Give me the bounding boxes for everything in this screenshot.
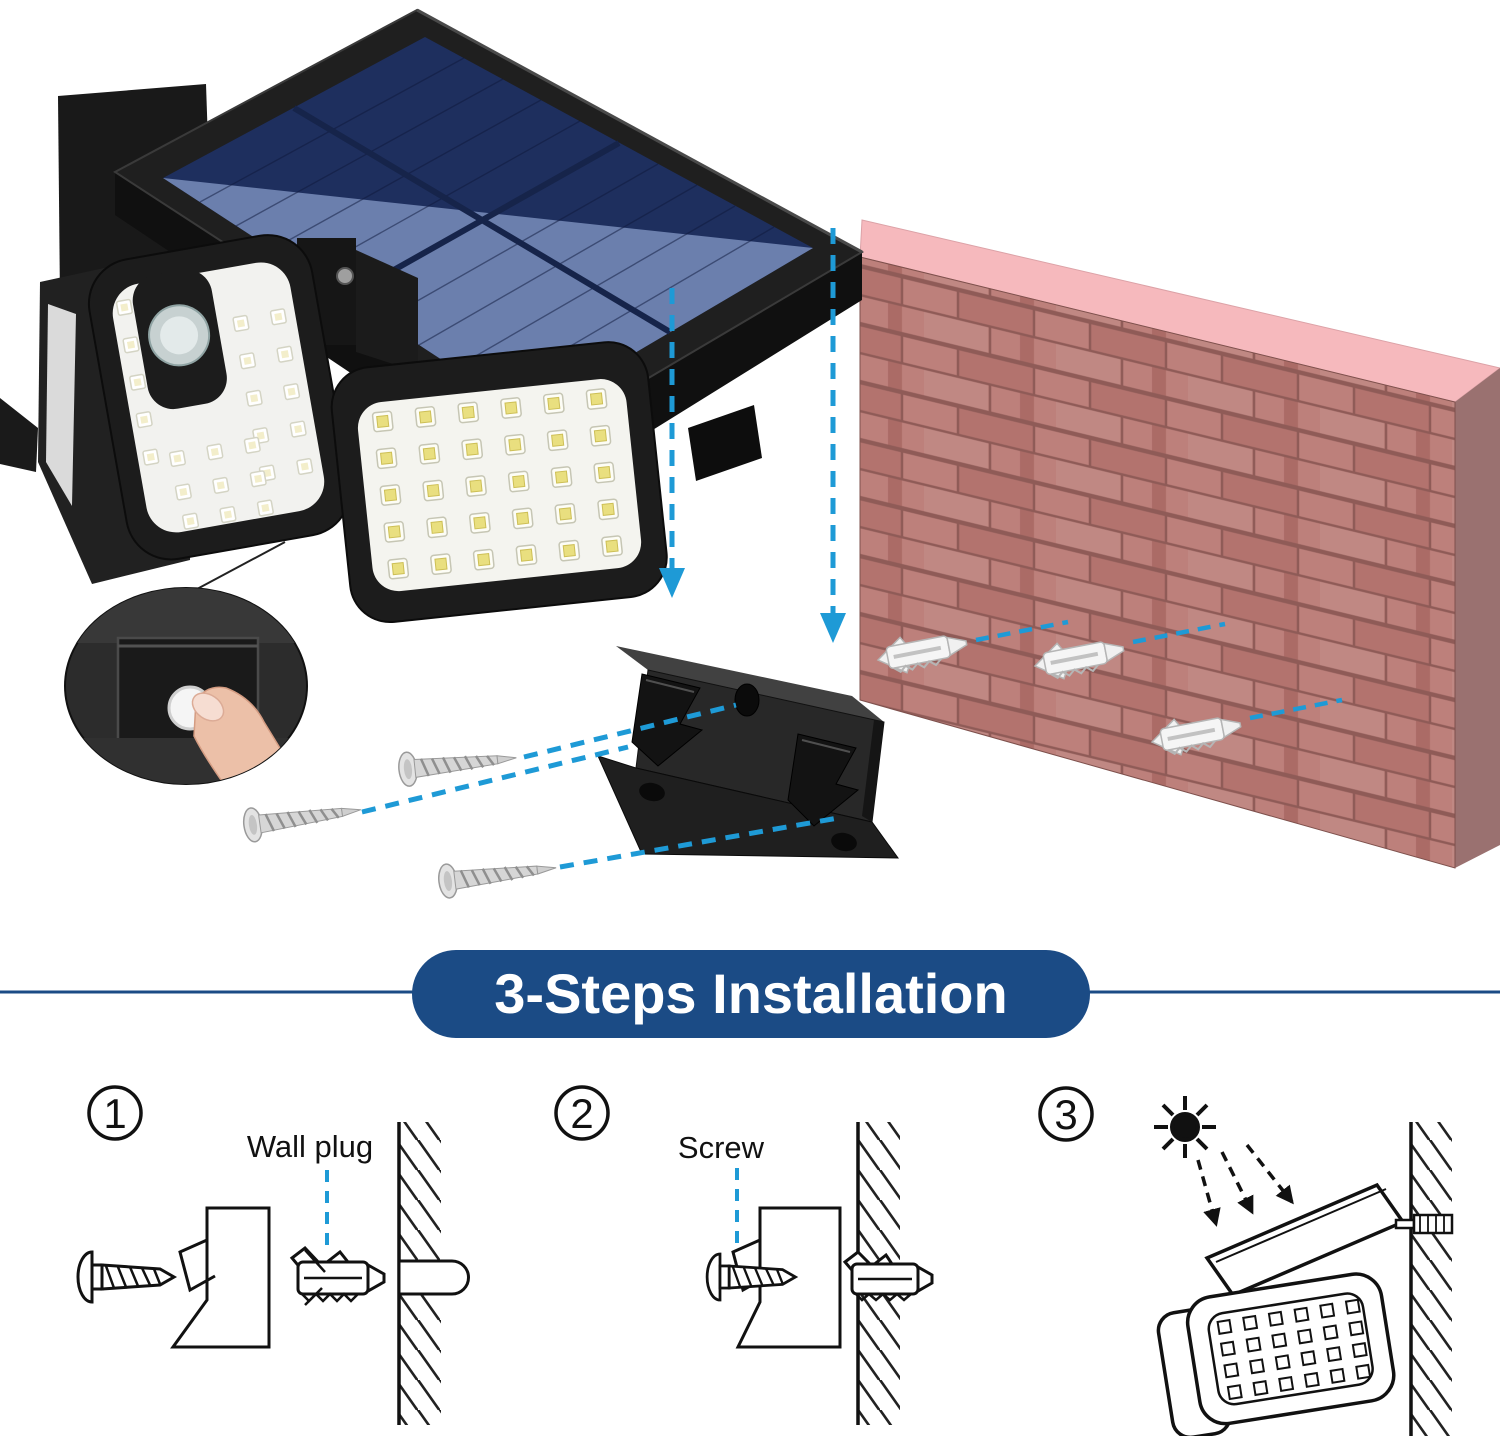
button-detail-inset (64, 587, 308, 785)
wall-hole (397, 1259, 470, 1296)
wall-side-face (1455, 368, 1500, 868)
mounted-light-line-art (1156, 1182, 1406, 1436)
right-light-head (330, 341, 668, 624)
hinge-screw-icon (336, 267, 354, 285)
dashed-sun-ray-icon (1196, 1159, 1221, 1227)
step-3-diagram: 3 (1038, 1086, 1454, 1436)
screw-line-art (76, 1250, 176, 1304)
solar-panel-line-art (1204, 1182, 1406, 1298)
wall-line-art (397, 1122, 470, 1425)
dashed-sun-ray-icon (1245, 1143, 1294, 1205)
mounting-screw-1 (395, 739, 520, 789)
install-direction-arrows (659, 228, 846, 643)
step-1-number-circle (87, 1085, 143, 1141)
fingernail (191, 692, 225, 722)
bracket-screw-hole (734, 683, 760, 717)
sunlight-arrows (1196, 1143, 1294, 1227)
mounting-bracket (597, 646, 899, 859)
wall-front-face (859, 256, 1456, 869)
bracket-clip-right (787, 733, 860, 827)
step-3-number: 3 (1054, 1091, 1077, 1138)
step-1-number: 1 (103, 1090, 126, 1137)
step-1-diagram: 1 Wall plug (76, 1085, 470, 1425)
center-light-head (87, 234, 352, 561)
wall-line-art (1409, 1122, 1452, 1436)
solar-panel (113, 8, 865, 447)
mounting-screw-2 (240, 791, 365, 845)
wall-plug-in-wall-line-art (842, 1250, 934, 1302)
screw-guide-lines (361, 702, 839, 870)
step-2-number: 2 (570, 1090, 593, 1137)
brick-wall (859, 219, 1500, 869)
step-2-number-circle (554, 1085, 610, 1141)
banner-pill (412, 950, 1090, 1038)
step-2-diagram: 2 Screw (554, 1085, 934, 1425)
step-1-label: Wall plug (247, 1129, 373, 1164)
solar-wall-light-product (0, 8, 865, 624)
solar-panel-tab (688, 405, 762, 481)
wall-plug-guide-lines (975, 619, 1343, 721)
dashed-sun-ray-icon (1220, 1151, 1254, 1215)
mounting-screw-3 (435, 849, 560, 901)
solar-cells-reflection (163, 178, 813, 416)
step-2-label: Screw (678, 1130, 765, 1165)
anchor-in-wall-line-art (1394, 1213, 1454, 1235)
section-banner: 3-Steps Installation (0, 950, 1500, 1038)
banner-title: 3-Steps Installation (494, 962, 1007, 1025)
bracket-plate-line-art (170, 1206, 271, 1349)
sun-icon (1154, 1096, 1216, 1158)
wall-plug-line-art (289, 1245, 386, 1306)
inset-leader-line (183, 541, 286, 597)
step-3-number-circle (1038, 1086, 1094, 1142)
